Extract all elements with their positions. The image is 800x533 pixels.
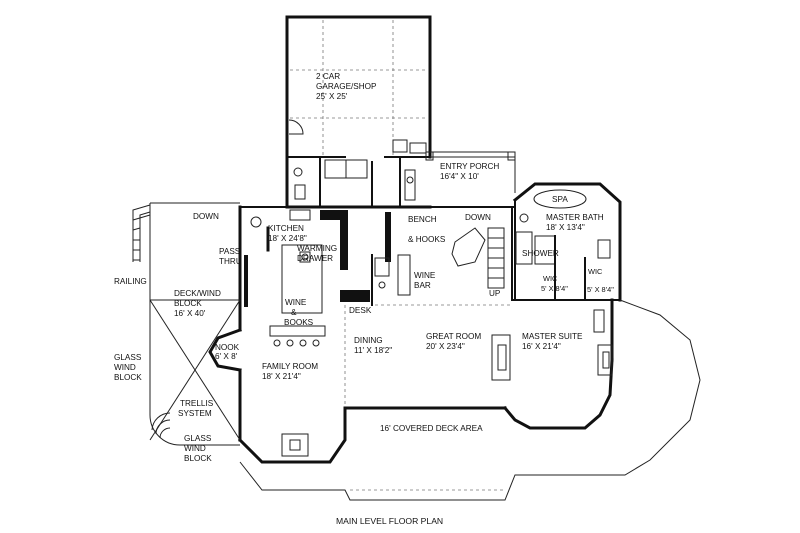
great-room-name: GREAT ROOM bbox=[426, 332, 481, 341]
wine-books-line1: WINE bbox=[285, 298, 307, 307]
nook-size: 6' X 8' bbox=[215, 352, 238, 361]
deck-wind-block-line2: BLOCK bbox=[174, 299, 202, 308]
garage-name-line1: 2 CAR bbox=[316, 72, 340, 81]
wic-left-name: WIC bbox=[543, 274, 558, 283]
wine-books-line2: & bbox=[291, 308, 297, 317]
plan-caption: MAIN LEVEL FLOOR PLAN bbox=[336, 516, 443, 526]
bench-hooks-line1: BENCH bbox=[408, 215, 437, 224]
mudroom-walls bbox=[285, 155, 432, 209]
shower-label: SHOWER bbox=[522, 249, 559, 258]
glass-wind-block-left-line1: GLASS bbox=[114, 353, 142, 362]
wic-left-size: 5' X 8'4" bbox=[541, 284, 568, 293]
glass-wind-block-left-line2: WIND bbox=[114, 363, 136, 372]
wine-books-line3: BOOKS bbox=[284, 318, 314, 327]
deck-wind-block bbox=[132, 202, 241, 446]
entry-porch-name: ENTRY PORCH bbox=[440, 162, 499, 171]
warming-drawer-line1: WARMING bbox=[297, 244, 337, 253]
wine-bar-line2: BAR bbox=[414, 281, 431, 290]
down-deck-label: DOWN bbox=[193, 212, 219, 221]
covered-deck-outline bbox=[239, 299, 701, 501]
master-suite-size: 16' X 21'4" bbox=[522, 342, 561, 351]
great-room-bay bbox=[343, 334, 614, 430]
kitchen-fixtures bbox=[250, 209, 326, 347]
wic-right-size: 5' X 8'4" bbox=[587, 285, 614, 294]
desk-label: DESK bbox=[349, 306, 372, 315]
warming-drawer-line2: DRAWER bbox=[297, 254, 333, 263]
master-suite-name: MASTER SUITE bbox=[522, 332, 583, 341]
glass-wind-block-left-line3: BLOCK bbox=[114, 373, 142, 382]
spa-label: SPA bbox=[552, 195, 568, 204]
glass-wind-block-bottom-line3: BLOCK bbox=[184, 454, 212, 463]
trellis-system-line2: SYSTEM bbox=[178, 409, 212, 418]
garage-walls bbox=[285, 15, 432, 202]
room-labels: 2 CAR GARAGE/SHOP 25' X 25' ENTRY PORCH … bbox=[114, 72, 614, 463]
dining-size: 11' X 18'2" bbox=[354, 346, 392, 355]
wic-right-name: WIC bbox=[588, 267, 603, 276]
master-bath-walls bbox=[511, 182, 622, 302]
bench-hooks-line2: & HOOKS bbox=[408, 235, 446, 244]
master-suite-walls bbox=[593, 298, 614, 376]
garage-size: 25' X 25' bbox=[316, 92, 348, 101]
wine-bar-line1: WINE bbox=[414, 271, 436, 280]
kitchen-name: KITCHEN bbox=[268, 224, 304, 233]
deck-wind-block-line1: DECK/WIND bbox=[174, 289, 221, 298]
trellis-system-line1: TRELLIS bbox=[180, 399, 214, 408]
entry-porch-size: 16'4" X 10' bbox=[440, 172, 479, 181]
main-outline-west bbox=[237, 205, 370, 464]
kitchen-size: 18' X 24'8" bbox=[268, 234, 307, 243]
down-stair-label: DOWN bbox=[465, 213, 491, 222]
family-room-name: FAMILY ROOM bbox=[262, 362, 318, 371]
up-stair-label: UP bbox=[489, 289, 501, 298]
family-fireplace bbox=[281, 433, 309, 457]
master-bath-size: 18' X 13'4" bbox=[546, 223, 585, 232]
pass-thru-line1: PASS bbox=[219, 247, 241, 256]
great-room-size: 20' X 23'4" bbox=[426, 342, 465, 351]
master-bath-name: MASTER BATH bbox=[546, 213, 604, 222]
pass-thru-line2: THRU bbox=[219, 257, 242, 266]
dining-name: DINING bbox=[354, 336, 383, 345]
family-room-size: 18' X 21'4" bbox=[262, 372, 301, 381]
glass-wind-block-bottom-line1: GLASS bbox=[184, 434, 212, 443]
central-walls bbox=[344, 206, 516, 405]
garage-name-line2: GARAGE/SHOP bbox=[316, 82, 377, 91]
entry-porch-outline bbox=[425, 151, 516, 193]
railing-label: RAILING bbox=[114, 277, 147, 286]
deck-wind-block-size: 16' X 40' bbox=[174, 309, 206, 318]
glass-wind-block-bottom-line2: WIND bbox=[184, 444, 206, 453]
nook-name: NOOK bbox=[215, 343, 240, 352]
covered-deck-label: 16' COVERED DECK AREA bbox=[380, 424, 483, 433]
nook-bay bbox=[208, 328, 242, 372]
